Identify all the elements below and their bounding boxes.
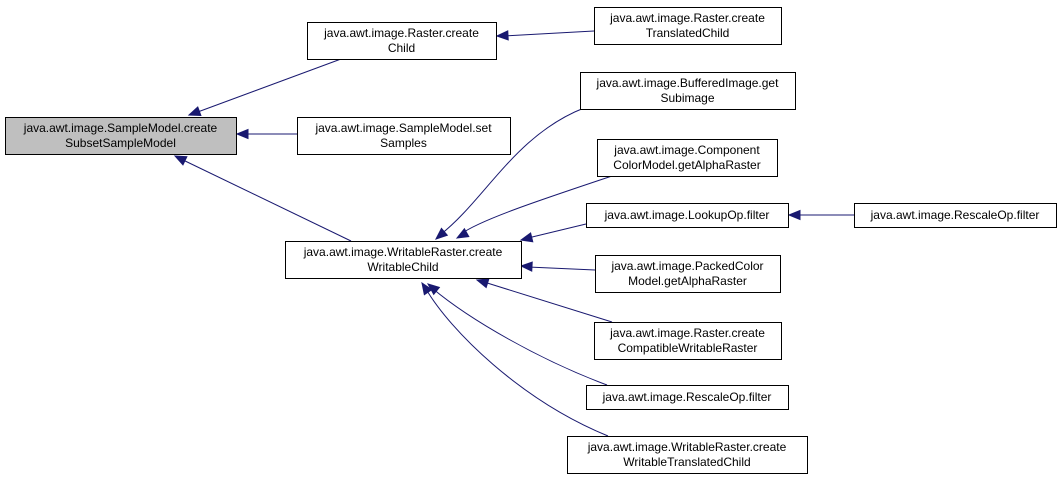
node-wr-createwritabletranslated[interactable]: java.awt.image.WritableRaster.createWrit…: [567, 436, 808, 474]
node-label-line: Model.getAlphaRaster: [628, 274, 747, 288]
node-box: [285, 241, 522, 279]
arrowhead: [455, 227, 470, 239]
edge-line: [527, 223, 587, 239]
edge-writablechild-to-subset: [173, 155, 352, 242]
node-label-line: java.awt.image.RescaleOp.filter: [602, 390, 772, 404]
edge-createchild-to-subset: [187, 58, 342, 116]
node-box: [307, 22, 497, 60]
node-label-line: java.awt.image.Raster.create: [609, 11, 765, 25]
arrowhead: [173, 155, 188, 166]
node-wr-createwritablechild[interactable]: java.awt.image.WritableRaster.createWrit…: [285, 241, 522, 279]
node-label-line: Samples: [380, 136, 427, 150]
node-label-line: java.awt.image.Raster.create: [609, 326, 765, 340]
edge-pcm-to-writablechild: [519, 261, 596, 272]
node-box: [5, 117, 237, 155]
edge-lookupop-to-writablechild: [519, 223, 587, 243]
node-label-line: java.awt.image.PackedColor: [610, 259, 763, 273]
edge-ccm-to-writablechild: [455, 175, 613, 239]
node-label-line: WritableChild: [367, 260, 438, 274]
edge-translated-to-writablechild: [421, 281, 609, 437]
arrowhead: [519, 232, 534, 243]
node-label-line: ColorModel.getAlphaRaster: [613, 158, 760, 172]
node-box: [586, 385, 789, 410]
arrowhead: [787, 209, 801, 221]
edge-line: [439, 107, 585, 236]
edge-rescaleright-to-lookupop: [787, 209, 854, 221]
arrowhead: [421, 281, 433, 296]
node-box: [594, 322, 782, 360]
node-pcm-getalpharaster[interactable]: java.awt.image.PackedColorModel.getAlpha…: [595, 255, 781, 293]
node-label-line: SubsetSampleModel: [65, 136, 176, 150]
node-label-line: Child: [388, 41, 415, 55]
node-lookupop-filter[interactable]: java.awt.image.LookupOp.filter: [586, 203, 789, 228]
edge-line: [483, 281, 613, 323]
arrowhead: [434, 227, 449, 240]
node-box: [567, 436, 808, 474]
edge-line: [460, 175, 613, 235]
node-box: [854, 203, 1057, 228]
node-raster-createtranslatedchild[interactable]: java.awt.image.Raster.createTranslatedCh…: [594, 7, 782, 45]
node-box: [594, 7, 782, 45]
node-label-line: java.awt.image.WritableRaster.create: [303, 245, 503, 259]
node-rescaleop-filter[interactable]: java.awt.image.RescaleOp.filter: [586, 385, 789, 410]
node-sm-createsubset[interactable]: java.awt.image.SampleModel.createSubsetS…: [5, 117, 237, 155]
edge-setsamples-to-subset: [235, 128, 297, 140]
node-box: [580, 72, 796, 110]
edge-line: [194, 58, 342, 114]
edge-line: [425, 288, 609, 437]
node-box: [297, 117, 511, 155]
edge-rescaleop-to-writablechild: [426, 283, 608, 386]
node-raster-createcompatible[interactable]: java.awt.image.Raster.createCompatibleWr…: [594, 322, 782, 360]
node-label-line: java.awt.image.SampleModel.set: [314, 121, 492, 135]
edge-compatible-to-writablechild: [475, 278, 613, 323]
node-box: [595, 255, 781, 293]
node-label-line: java.awt.image.WritableRaster.create: [587, 440, 787, 454]
arrowhead: [519, 261, 533, 272]
node-label-line: TranslatedChild: [646, 26, 730, 40]
node-label-line: WritableTranslatedChild: [623, 455, 750, 469]
edge-line: [180, 158, 352, 242]
edge-line: [503, 30, 595, 37]
arrowhead: [475, 278, 490, 289]
node-label-line: java.awt.image.Raster.create: [323, 26, 479, 40]
node-ccm-getalpharaster[interactable]: java.awt.image.ComponentColorModel.getAl…: [597, 139, 778, 177]
node-label-line: java.awt.image.RescaleOp.filter: [870, 208, 1040, 222]
arrowhead: [495, 30, 509, 41]
edge-line: [431, 287, 608, 386]
node-label-line: java.awt.image.LookupOp.filter: [604, 208, 770, 222]
edge-translatedchild-to-createchild: [495, 30, 595, 41]
edge-line: [527, 266, 596, 271]
node-label-line: java.awt.image.SampleModel.create: [23, 121, 218, 135]
edge-subimage-to-writablechild: [434, 107, 585, 240]
node-box: [586, 203, 789, 228]
node-box: [597, 139, 778, 177]
node-label-line: java.awt.image.Component: [613, 143, 760, 157]
arrowhead: [235, 128, 249, 140]
node-label-line: Subimage: [660, 91, 714, 105]
node-rescaleop-filter-right[interactable]: java.awt.image.RescaleOp.filter: [854, 203, 1057, 228]
node-label-line: java.awt.image.BufferedImage.get: [596, 76, 780, 90]
arrowhead: [187, 106, 202, 116]
node-label-line: CompatibleWritableRaster: [618, 341, 758, 355]
